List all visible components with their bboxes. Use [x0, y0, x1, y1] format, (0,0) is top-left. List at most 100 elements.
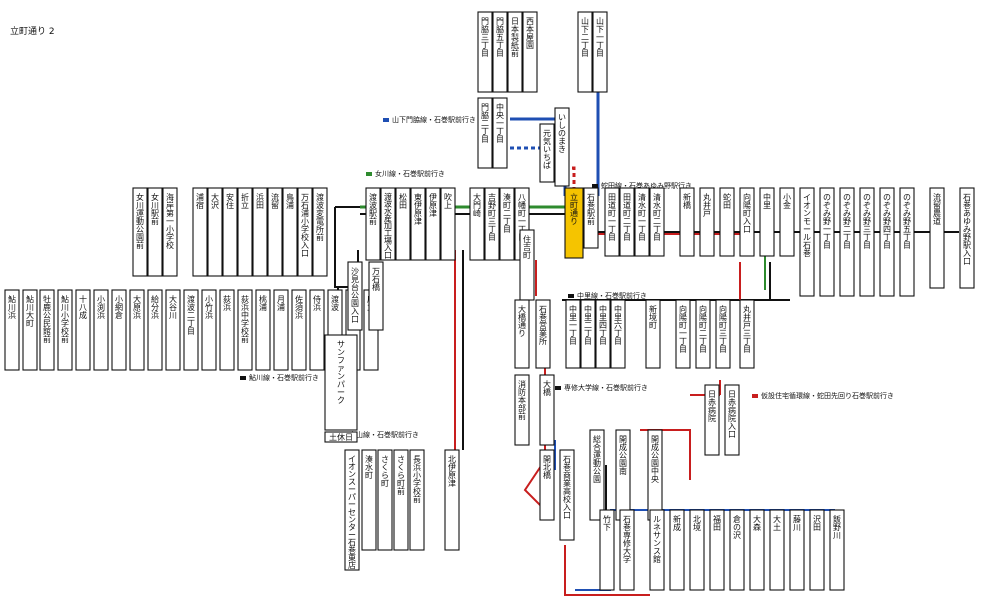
bus-stop-box	[324, 334, 358, 431]
bus-stop-box	[4, 289, 20, 371]
bus-stop-box	[22, 289, 38, 371]
bus-stop-box	[499, 187, 515, 261]
bus-stop: 日本製紙前	[507, 11, 523, 93]
bus-stop-box	[769, 509, 785, 591]
bus-stop-box	[729, 509, 745, 591]
bus-stop-name: 福田	[713, 515, 721, 532]
bus-stop: 田道町二丁目	[619, 187, 635, 257]
bus-stop-box	[649, 509, 665, 591]
bus-stop: 鳥浦	[282, 187, 298, 277]
bus-stop: 大橋通り	[514, 299, 530, 369]
bus-stop-name: 開成公園中央	[651, 435, 659, 484]
route-line-black-10	[334, 207, 348, 288]
bus-stop: のぞみ野四丁目	[879, 187, 895, 297]
bus-stop: 牡鹿公民館前	[39, 289, 55, 371]
bus-stop-name: 開成公園南	[619, 435, 627, 476]
bus-stop-box	[645, 299, 661, 369]
bus-stop-box	[669, 509, 685, 591]
bus-stop-name: 大橋	[543, 379, 551, 397]
bus-stop-name: 田道町一丁目	[608, 193, 616, 242]
bus-stop-name: 渡波水産加工場入口	[384, 191, 392, 260]
bus-stop-box	[219, 289, 235, 371]
bus-stop-box	[759, 187, 775, 257]
bus-stop-box	[183, 289, 199, 371]
bus-stop: 沙見台公園入口	[347, 261, 363, 331]
bus-stop-box	[559, 449, 575, 541]
bus-stop-box	[929, 187, 945, 289]
bus-stop-name: 牡鹿公民館前	[43, 294, 51, 344]
bus-stop-name: のぞみ野二丁目	[843, 193, 851, 250]
bus-stop: 丸井戸	[699, 187, 715, 257]
bus-stop-name: 日赤病院入口	[728, 390, 736, 439]
bus-stop-name: 北伊原津	[448, 455, 456, 488]
bus-stop: 渡波水産加工場入口	[380, 187, 396, 261]
bus-stop: 新橋	[679, 187, 695, 257]
bus-stop: ルネサンス館	[649, 509, 665, 591]
bus-stop: 門脇五丁目	[492, 11, 508, 93]
bus-stop: 荻浜	[219, 289, 235, 371]
bus-stop-name: 月浦	[277, 295, 285, 312]
bus-stop-name: イオンモール石巻	[803, 193, 811, 258]
bus-stop: 吉野町三丁目	[484, 187, 500, 261]
bus-stop-name: 田道町二丁目	[623, 193, 631, 242]
bus-stop-name: 石巻あゆみ野駅入口	[963, 193, 971, 266]
bus-stop: 山下二丁目	[577, 11, 593, 93]
bus-stop-name: 新橋	[683, 192, 691, 210]
bus-stop-box	[799, 187, 815, 297]
bus-stop-name: 伊原津	[429, 192, 437, 218]
bus-stop-box	[739, 187, 755, 257]
bus-stop-box	[207, 187, 223, 277]
bus-stop-name: 鮎川浜	[8, 294, 16, 320]
bus-stop-name: 小渕浜	[97, 295, 105, 320]
bus-stop: 日赤病院入口	[724, 384, 740, 456]
bus-stop: 湊水町	[361, 449, 377, 551]
bus-stop-box	[444, 449, 460, 551]
bus-stop: 新境町	[645, 299, 661, 369]
bus-stop: 北伊原津	[444, 449, 460, 551]
bus-stop-box	[599, 509, 615, 591]
bus-stop: 十八成	[75, 289, 91, 371]
bus-stop-name: 流留	[271, 192, 279, 210]
route-legend-swatch	[240, 376, 246, 380]
bus-stop-name: 総合運動公園	[593, 434, 601, 484]
bus-stop-name: 十八成	[79, 294, 87, 320]
bus-stop-name: 鳥浦	[286, 192, 294, 210]
bus-stop-name: 山下一丁目	[596, 16, 604, 58]
bus-stop-box	[704, 384, 720, 456]
bus-stop-name: 元気いちば	[543, 129, 551, 170]
bus-stop-name: 向陽町二丁目	[699, 304, 707, 354]
route-legend-swatch	[592, 184, 598, 188]
bus-stop: 女川運動公園前	[132, 187, 148, 277]
bus-stop-name: イオンスーパーセンター石巻東店	[348, 455, 356, 570]
bus-stop: 山下一丁目	[592, 11, 608, 93]
bus-stop-name: 桃浦	[259, 294, 267, 312]
bus-stop-box	[312, 187, 328, 277]
bus-stop: 小網倉	[111, 289, 127, 371]
bus-stop-box	[724, 384, 740, 456]
bus-stop-name: 東伊原津	[414, 192, 422, 226]
bus-stop-box	[237, 289, 253, 371]
bus-stop-box	[39, 289, 55, 371]
bus-stop: 福田	[709, 509, 725, 591]
bus-stop-name: 荻浜中学校前	[241, 294, 249, 344]
bus-stop: 元気いちば	[539, 123, 555, 183]
bus-stop-box	[649, 187, 665, 257]
bus-stop-name: 鮎川小学校前	[61, 294, 69, 344]
bus-stop-name: 吹上	[444, 192, 452, 210]
bus-stop-box	[282, 187, 298, 277]
bus-stop-name: ルネサンス館	[653, 515, 661, 564]
bus-stop-box	[679, 187, 695, 257]
bus-stop: 石巻専修大学	[619, 509, 635, 591]
bus-stop-box	[539, 374, 555, 446]
bus-stop: 沢田	[809, 509, 825, 591]
bus-stop-name: 蛇田	[723, 192, 731, 210]
bus-stop: さくら町前	[393, 449, 409, 551]
bus-stop-box	[535, 299, 551, 369]
bus-stop: 中里二丁目	[580, 299, 596, 369]
bus-stop-box	[492, 97, 508, 169]
bus-stop-name: 鮎川大町	[26, 294, 34, 328]
bus-stop-box	[619, 187, 635, 257]
bus-stop-box	[380, 187, 396, 261]
bus-stop-box	[554, 107, 570, 187]
bus-stop-name: 清水町一丁目	[638, 192, 646, 242]
